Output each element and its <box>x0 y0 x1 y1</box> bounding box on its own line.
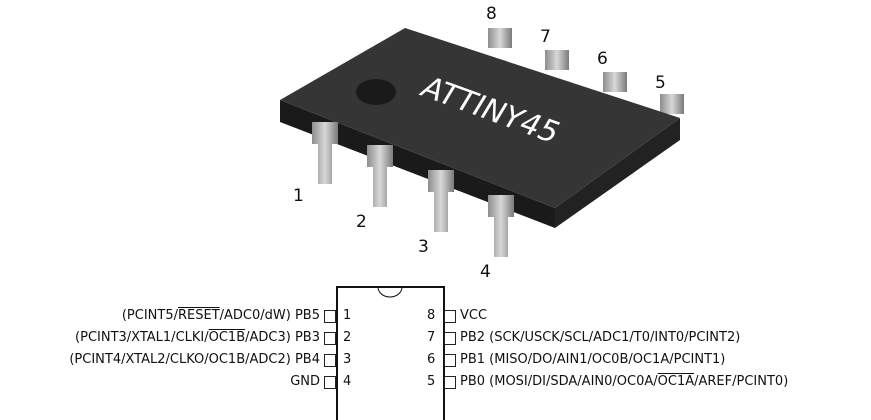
pin-label-text: /ADC3) PB3 <box>245 330 320 345</box>
pin-label: GND <box>290 374 320 390</box>
photo-pin-5: 5 <box>655 73 666 93</box>
pin1-dot <box>356 79 396 105</box>
pin-number: 8 <box>427 308 436 323</box>
pin-box <box>324 376 336 389</box>
pin-box <box>444 310 456 323</box>
front-pins <box>312 122 514 257</box>
pin-box <box>444 332 456 345</box>
pin-number: 5 <box>427 374 436 389</box>
pin-box <box>324 354 336 367</box>
pin-label-text: (PCINT4/XTAL2/CLKO/OC1B/ADC2) PB4 <box>69 352 320 367</box>
pin-number: 2 <box>343 330 352 345</box>
chip-body-side <box>555 118 680 228</box>
pin-label-text: VCC <box>460 308 488 323</box>
pin-number: 3 <box>343 352 352 367</box>
pin-box <box>324 332 336 345</box>
photo-pin-3: 3 <box>418 237 429 257</box>
pin-label-overline: RESET <box>177 308 220 323</box>
pin-number: 4 <box>343 374 352 389</box>
pin-label: PB1 (MISO/DO/AIN1/OC0B/OC1A/PCINT1) <box>460 352 725 368</box>
pin-label-text: GND <box>290 374 320 389</box>
pin-label-text: /AREF/PCINT0) <box>694 374 789 389</box>
pin-label-text: PB2 (SCK/USCK/SCL/ADC1/T0/INT0/PCINT2) <box>460 330 741 345</box>
pin-label: PB2 (SCK/USCK/SCL/ADC1/T0/INT0/PCINT2) <box>460 330 740 346</box>
photo-pin-7: 7 <box>540 27 551 47</box>
pin-label-text: /ADC0/dW) PB5 <box>219 308 320 323</box>
chip-body-top <box>280 28 680 208</box>
photo-pin-8: 8 <box>486 4 497 24</box>
pin-label-text: PB1 (MISO/DO/AIN1/OC0B/OC1A/PCINT1) <box>460 352 726 367</box>
pin-label: (PCINT3/XTAL1/CLKI/OC1B/ADC3) PB3 <box>75 330 320 346</box>
pin-number: 7 <box>427 330 436 345</box>
pin-label: (PCINT4/XTAL2/CLKO/OC1B/ADC2) PB4 <box>69 352 320 368</box>
photo-pin-4: 4 <box>480 262 491 282</box>
pin-label-text: (PCINT5/ <box>121 308 178 323</box>
ic-notch <box>377 286 403 298</box>
pin-box <box>324 310 336 323</box>
pin-label-overline: OC1A <box>657 374 695 389</box>
pin-label-text: (PCINT3/XTAL1/CLKI/ <box>75 330 209 345</box>
pin-label: VCC <box>460 308 487 324</box>
pin-label: (PCINT5/RESET/ADC0/dW) PB5 <box>122 308 320 324</box>
back-pins <box>488 28 684 114</box>
pin-number: 6 <box>427 352 436 367</box>
pin-label: PB0 (MOSI/DI/SDA/AIN0/OC0A/OC1A/AREF/PCI… <box>460 374 788 390</box>
pin-label-text: PB0 (MOSI/DI/SDA/AIN0/OC0A/ <box>460 374 658 389</box>
photo-pin-2: 2 <box>356 212 367 232</box>
chip-body-front <box>280 100 555 228</box>
pin-number: 1 <box>343 308 352 323</box>
photo-pin-6: 6 <box>597 49 608 69</box>
pin-label-overline: OC1B <box>208 330 246 345</box>
pin-box <box>444 376 456 389</box>
pin-box <box>444 354 456 367</box>
photo-pin-1: 1 <box>293 186 304 206</box>
